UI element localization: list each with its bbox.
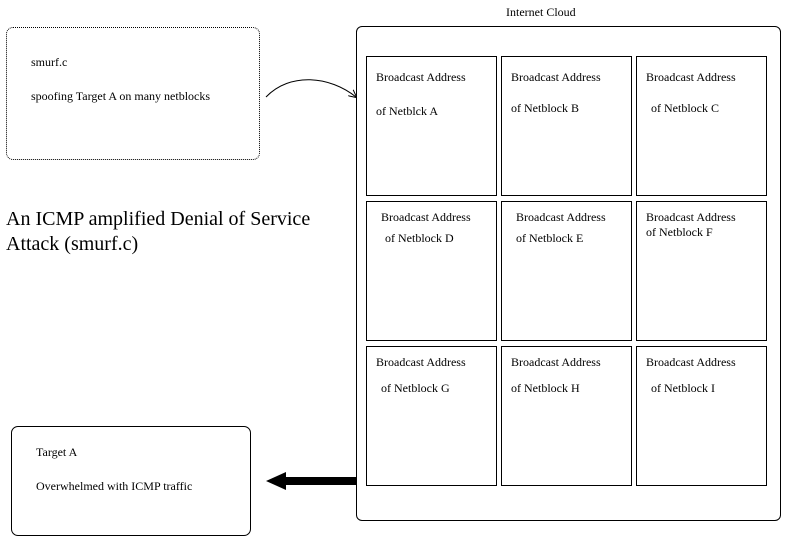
diagram-title: An ICMP amplified Denial of Service Atta… <box>6 207 310 257</box>
target-status: Overwhelmed with ICMP traffic <box>36 479 193 493</box>
netblock-d: Broadcast Address of Netblock D <box>366 201 497 341</box>
diagram-title-line1: An ICMP amplified Denial of Service <box>6 208 311 230</box>
netblock-e: Broadcast Address of Netblock E <box>501 201 632 341</box>
netblock-i-line2: of Netblock I <box>651 381 715 395</box>
netblock-a: Broadcast Address of Netblck A <box>366 56 497 196</box>
attacker-description: spoofing Target A on many netblocks <box>31 89 211 103</box>
diagram-title-line2: Attack (smurf.c) <box>6 233 139 255</box>
netblock-b: Broadcast Address of Netblock B <box>501 56 632 196</box>
target-box <box>11 426 251 536</box>
internet-cloud <box>356 26 781 521</box>
netblock-e-line1: Broadcast Address <box>516 210 606 224</box>
netblock-a-line1: Broadcast Address <box>376 70 466 84</box>
netblock-d-line2: of Netblock D <box>385 231 454 245</box>
netblock-c-line1: Broadcast Address <box>646 70 736 84</box>
netblock-b-line1: Broadcast Address <box>511 70 601 84</box>
netblock-f-line2: of Netblock F <box>646 225 713 239</box>
netblock-a-line2: of Netblck A <box>376 104 438 118</box>
netblock-f: Broadcast Address of Netblock F <box>636 201 767 341</box>
attacker-name: smurf.c <box>31 55 68 69</box>
netblock-h-line2: of Netblock H <box>511 381 580 395</box>
netblock-i: Broadcast Address of Netblock I <box>636 346 767 486</box>
netblock-c-line2: of Netblock C <box>651 101 719 115</box>
netblock-g-line1: Broadcast Address <box>376 355 466 369</box>
netblock-f-line1: Broadcast Address <box>646 210 736 224</box>
netblock-h-line1: Broadcast Address <box>511 355 601 369</box>
netblock-d-line1: Broadcast Address <box>381 210 471 224</box>
target-name: Target A <box>36 445 78 459</box>
netblock-c: Broadcast Address of Netblock C <box>636 56 767 196</box>
netblock-e-line2: of Netblock E <box>516 231 584 245</box>
flood-arrow <box>266 472 356 490</box>
netblock-g: Broadcast Address of Netblock G <box>366 346 497 486</box>
netblock-g-line2: of Netblock G <box>381 381 450 395</box>
cloud-label: Internet Cloud <box>506 5 576 19</box>
spoof-arrow <box>265 79 356 97</box>
netblock-h: Broadcast Address of Netblock H <box>501 346 632 486</box>
netblock-b-line2: of Netblock B <box>511 101 579 115</box>
attacker-box <box>6 27 260 160</box>
netblock-i-line1: Broadcast Address <box>646 355 736 369</box>
